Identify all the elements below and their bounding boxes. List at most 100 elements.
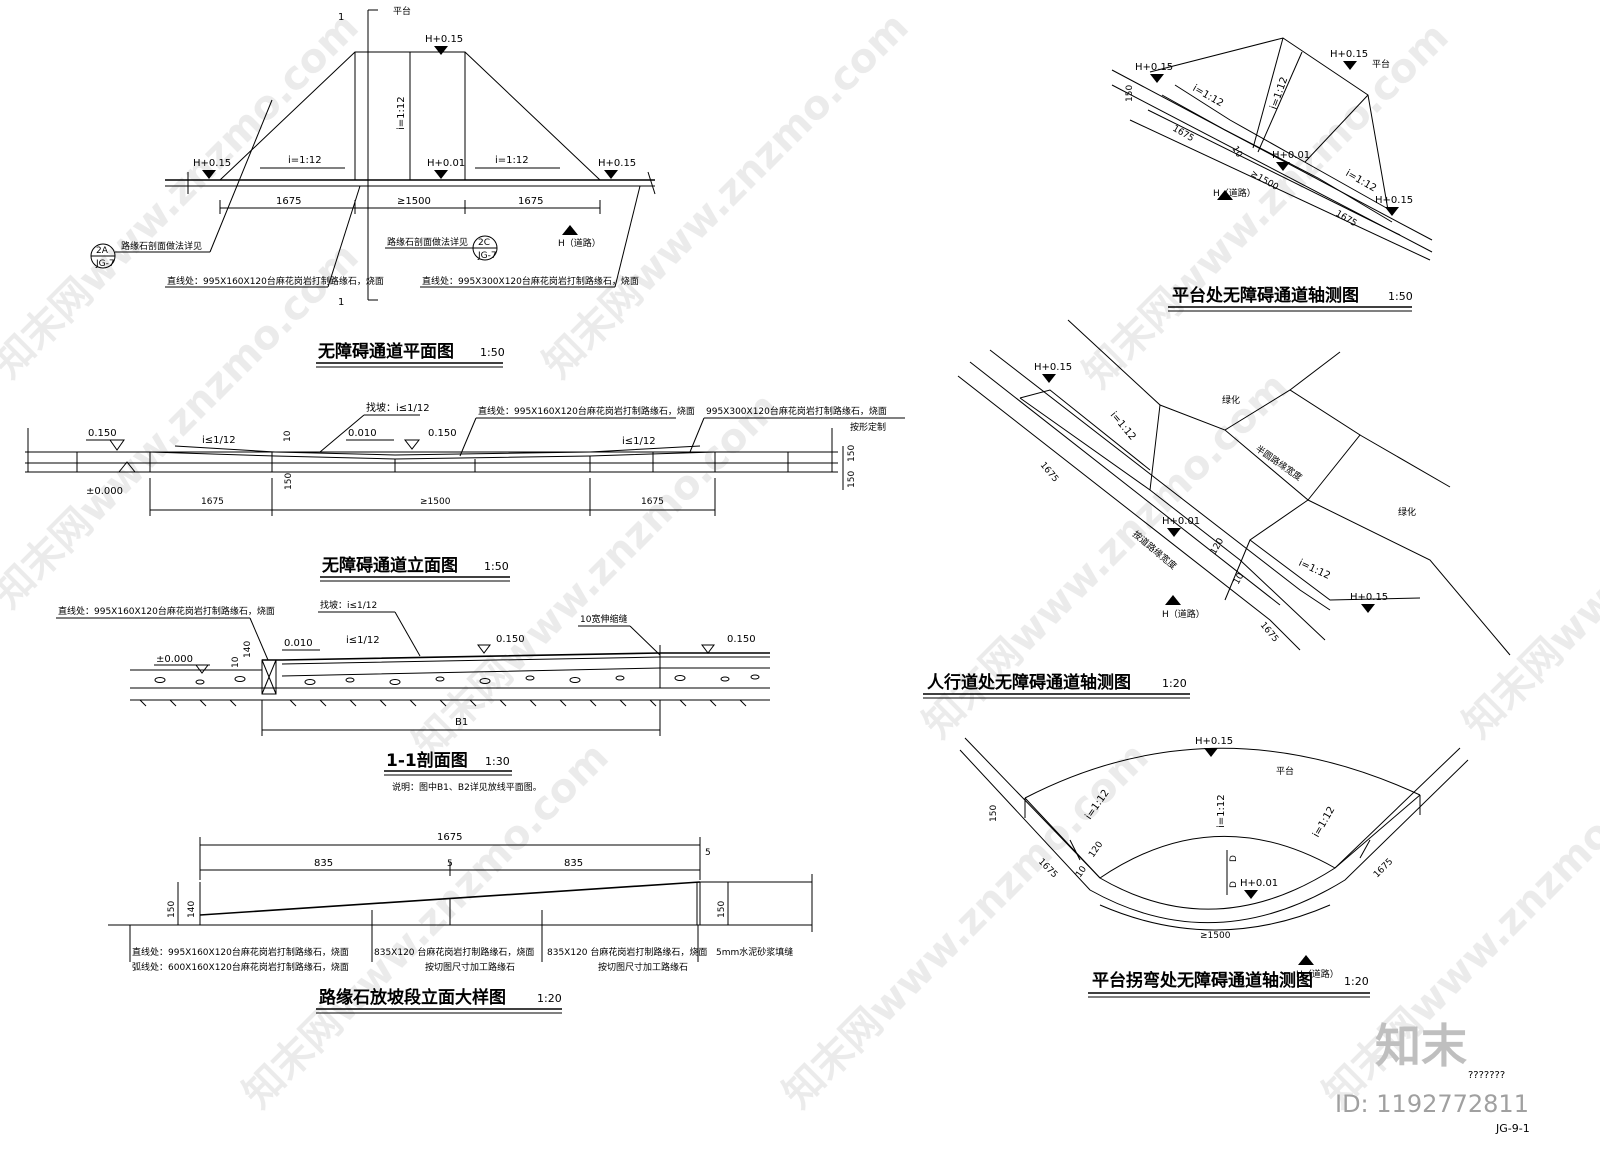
dim-text: ≥1500 [1200,931,1231,941]
curb-note: 835X120 台麻花岗岩打制路缘石，烧面 [547,946,707,958]
level-label: 0.150 [727,634,756,645]
curb-note: 直线处：995X160X120台麻花岗岩打制路缘石，烧面 [132,946,349,958]
dim-text: 10 [1229,145,1244,160]
dim-text: B1 [455,717,468,728]
green-label: 绿化 [1222,394,1240,406]
level-label: 0.150 [88,428,117,439]
elev-note: 按形定制 [850,421,886,433]
dim-text: 150 [847,445,857,462]
elev-note: 直线处：995X160X120台麻花岗岩打制路缘石，烧面 [478,405,695,417]
section-remark: 说明：图中B1、B2详见放线平面图。 [392,781,542,793]
elev-marker-icon [1042,374,1056,383]
curb-scale: 1:20 [537,992,562,1005]
soil-hatch [139,699,747,707]
axo-sidewalk-title: 人行道处无障碍通道轴测图 [927,672,1131,693]
level-label: 0.150 [496,634,525,645]
elev-label: H+0.15 [1195,736,1233,747]
axo-curb-edge [1111,69,1433,241]
plan-drawing: 1 1 平台 H+0.15 H+0.15 H+0.01 H+0.15 i=1:1… [90,5,656,368]
dim-text: D [1229,855,1239,862]
dim-text: 150 [989,805,999,822]
elev-marker-icon [1167,528,1181,537]
detail-ref-sheet: JG-7 [477,251,497,261]
dim-text: 5 [447,859,453,869]
path-label: 半圆路缘宽度 [1253,443,1304,484]
dim-text: 150 [717,901,727,918]
curb-detail-drawing: 1675 835 835 5 5 150 140 150 直线处：995X160… [108,832,813,1014]
detail-ref-sheet: JG-7 [95,259,115,269]
section-drawing: ±0.000 0.010 0.150 0.150 i≤1/12 找坡：i≤1/1… [56,599,770,793]
elev-marker-icon [434,46,448,55]
elev-marker-icon [434,170,448,179]
elevation-scale: 1:50 [484,560,509,573]
dim-text: D [1229,881,1239,888]
axo-corner-platform: 平台 [1276,765,1294,777]
slope-label: i=1:12 [1108,410,1138,443]
elev-label: H+0.01 [1162,516,1200,527]
elev-label: H+0.15 [1350,592,1388,603]
elevation-drawing: 0.150 ±0.000 0.010 0.150 i≤1/12 i≤1/12 找… [25,401,905,582]
slope-label: i≤1/12 [622,436,656,447]
level-marker-icon [195,664,209,674]
slope-label: i≤1/12 [202,435,236,446]
watermark-text: 知末网www.znzmo.com [0,4,368,387]
elev-label: H+0.15 [1375,195,1413,206]
road-marker-icon [1217,190,1233,200]
dim-text: 1675 [437,832,462,843]
dim-text: 10 [283,430,293,442]
dim-text: 835 [314,858,333,869]
slope-find-label: 找坡：i≤1/12 [366,401,430,414]
dim-text: 5 [705,848,711,858]
plan-note: 直线处：995X300X120台麻花岗岩打制路缘石，烧面 [422,275,639,287]
section-mark: 1 [338,297,344,308]
detail-ref-label: 2C [478,238,490,248]
dim-text: ≥1500 [397,196,431,207]
slope-label: i=1:12 [1311,805,1337,840]
dim-text: 150 [284,473,294,490]
green-label: 绿化 [1398,506,1416,518]
plan-title: 无障碍通道平面图 [317,341,454,362]
dim-text: 10 [231,656,241,668]
axo-platform-scale: 1:50 [1388,290,1413,303]
elev-label: H+0.15 [1330,49,1368,60]
axo-platform-title: 平台处无障碍通道轴测图 [1172,285,1359,306]
curb-note: 按切图尺寸加工路缘石 [425,961,515,973]
brand-sub: ??????? [1468,1070,1505,1081]
dim-text: 1675 [276,196,301,207]
dim-text: 140 [187,901,197,918]
elev-marker-icon [202,170,216,179]
detail-ref-text: 路缘石剖面做法详见 [387,236,468,248]
axo-platform-label: 平台 [1372,58,1390,70]
section-scale: 1:30 [485,755,510,768]
road-marker-icon [1165,595,1181,605]
level-marker-icon [477,644,491,654]
dim-text: 1675 [1258,621,1280,645]
axo-platform-outline [1149,37,1389,211]
detail-ref-label: 2A [96,246,109,256]
dim-text: ≥1500 [420,497,451,507]
elev-ramp-profile [149,451,716,460]
slope-label: i=1:12 [1297,558,1332,582]
gravel-hatch [154,674,760,685]
axo-platform-arc [1024,747,1421,799]
brand-logo: 知末 [1375,1019,1467,1073]
detail-ref-text: 路缘石剖面做法详见 [121,240,202,252]
section-title: 1-1剖面图 [386,750,468,771]
axo-sidewalk-scale: 1:20 [1162,677,1187,690]
dim-text: 1675 [1372,857,1395,880]
slope-label: i=1:12 [288,155,322,166]
slope-label: i=1:12 [1344,168,1379,194]
elev-label: H+0.15 [598,158,636,169]
elev-marker-icon [1276,162,1290,171]
level-marker-icon [117,461,137,473]
dim-text: 835 [564,858,583,869]
watermark-text: 知末网www.znzmo.com [405,384,788,767]
level-label: ±0.000 [156,654,193,665]
road-marker-icon [562,225,578,235]
dim-text: 1675 [201,497,224,507]
image-id: ID: 1192772811 [1335,1090,1529,1118]
elev-marker-icon [1361,604,1375,613]
plan-platform-label: 平台 [393,5,411,17]
axo-corner-title: 平台拐弯处无障碍通道轴测图 [1092,970,1313,991]
